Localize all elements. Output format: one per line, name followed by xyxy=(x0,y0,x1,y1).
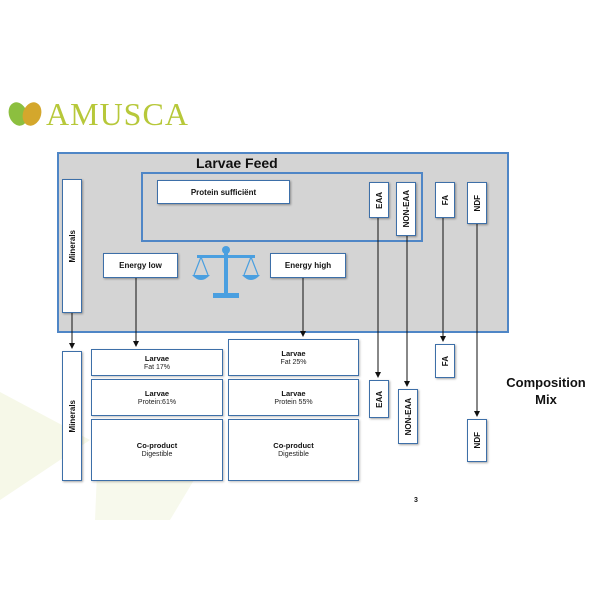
cell-detail: Fat 17% xyxy=(143,363,171,371)
logo-leaf-icon xyxy=(8,102,42,126)
page-number: 3 xyxy=(414,497,418,504)
cell-detail: Protein 55% xyxy=(274,398,313,406)
composition-line2: Mix xyxy=(535,392,557,407)
minerals-bottom-label: Minerals xyxy=(67,399,77,433)
non-eaa-bottom-label: NON-EAA xyxy=(403,397,413,436)
cell-detail: Fat 25% xyxy=(280,358,307,366)
non-eaa-top-box: NON-EAA xyxy=(396,182,416,236)
cell-title: Co-product xyxy=(273,441,314,450)
cell-title: Co-product xyxy=(136,441,178,450)
cell-title: Larvae xyxy=(144,353,170,363)
cell-detail: Digestible xyxy=(278,451,309,458)
eaa-top-box: EAA xyxy=(369,182,389,218)
logo-text: AMUSCA xyxy=(46,96,189,132)
eaa-bottom-label: EAA xyxy=(374,390,384,408)
fa-bottom-label: FA xyxy=(440,355,450,367)
cell-detail: Protein:61% xyxy=(137,398,177,406)
left-larvae-protein-cell: Larvae Protein:61% xyxy=(91,379,223,416)
right-larvae-fat-cell: Larvae Fat 25% xyxy=(228,339,359,376)
eaa-bottom-box: EAA xyxy=(369,380,389,418)
energy-high-box: Energy high xyxy=(270,253,346,278)
right-larvae-protein-cell: Larvae Protein 55% xyxy=(228,379,359,416)
cell-title: Larvae xyxy=(144,388,170,398)
balance-scale-icon xyxy=(192,246,260,298)
composition-mix-label: Composition Mix xyxy=(494,374,598,408)
fa-top-box: FA xyxy=(435,182,455,218)
fa-bottom-box: FA xyxy=(435,344,455,378)
protein-frame xyxy=(141,172,423,242)
cell-title: Larvae xyxy=(281,348,306,358)
composition-line1: Composition xyxy=(506,375,586,390)
diagram-title: Larvae Feed xyxy=(196,155,278,171)
cell-title: Larvae xyxy=(281,388,306,398)
cell-detail: Digestible xyxy=(141,451,173,458)
left-larvae-fat-cell: Larvae Fat 17% xyxy=(91,349,223,376)
right-coproduct-cell: Co-product Digestible xyxy=(228,419,359,481)
minerals-bottom-box: Minerals xyxy=(62,351,82,481)
ndf-bottom-box: NDF xyxy=(467,419,487,462)
minerals-top-box: Minerals xyxy=(62,179,82,313)
ndf-bottom-label: NDF xyxy=(472,432,482,449)
non-eaa-bottom-box: NON-EAA xyxy=(398,389,418,444)
left-coproduct-cell: Co-product Digestible xyxy=(91,419,223,481)
ndf-top-box: NDF xyxy=(467,182,487,224)
protein-sufficient-box: Protein sufficiënt xyxy=(157,180,290,204)
energy-low-box: Energy low xyxy=(103,253,178,278)
